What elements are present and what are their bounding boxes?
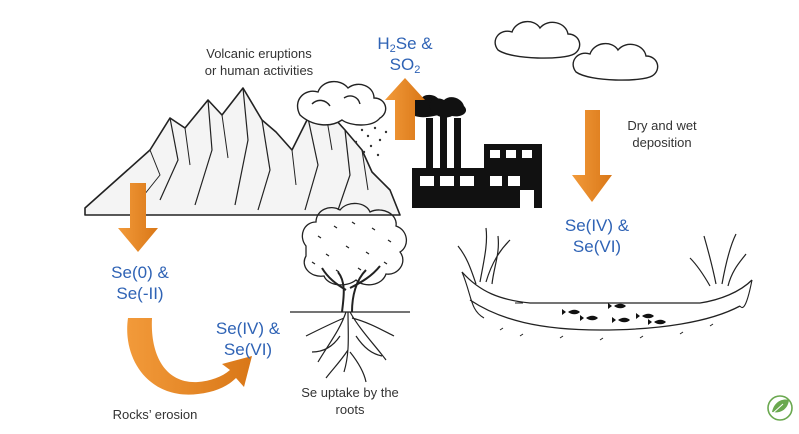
water-species-label: Se(IV) & Se(VI): [552, 215, 642, 257]
tree: [290, 202, 410, 383]
arrow-up-emission: [385, 78, 425, 140]
erosion-label-text: Rocks’ erosion: [112, 407, 198, 422]
volcanic-label-line2: or human activities: [204, 63, 314, 78]
erosion-label: Rocks’ erosion: [100, 406, 210, 423]
rock-species-label: Se(0) & Se(-II): [100, 262, 180, 304]
root-uptake-line2: roots: [335, 402, 365, 417]
root-uptake-label: Se uptake by the roots: [290, 384, 410, 418]
deposition-label: Dry and wet deposition: [612, 117, 712, 151]
rock-species-line2: Se(-II): [116, 284, 164, 303]
clouds: [494, 21, 659, 81]
arrow-curved-erosion: [127, 318, 252, 395]
volcano-ash: [354, 126, 388, 157]
rock-species-line1: Se(0) &: [111, 263, 169, 282]
soil-species-label: Se(IV) & Se(VI): [203, 318, 293, 360]
leaf-circle-icon: [767, 395, 793, 421]
h2se-subscript: 2: [389, 43, 396, 55]
soil-species-line2: Se(VI): [223, 340, 273, 359]
volcano-smoke: [296, 81, 387, 126]
arrow-down-deposition: [572, 110, 612, 202]
h2se-h: H: [377, 34, 390, 53]
water-species-line1: Se(IV) &: [564, 216, 630, 235]
pond: [457, 227, 753, 341]
root-uptake-line1: Se uptake by the: [301, 385, 399, 400]
h2se-rest: Se &: [395, 34, 433, 53]
deposition-label-line2: deposition: [632, 135, 692, 150]
water-species-line2: Se(VI): [572, 237, 622, 256]
volcanic-label-line1: Volcanic eruptions: [206, 46, 312, 61]
emission-gases-label: H2Se & SO2: [360, 33, 450, 76]
deposition-label-line1: Dry and wet: [627, 118, 697, 133]
soil-species-line1: Se(IV) &: [215, 319, 281, 338]
so2-subscript: 2: [414, 64, 421, 76]
factory: [405, 94, 542, 208]
volcanic-label: Volcanic eruptions or human activities: [183, 45, 335, 79]
fish: [562, 303, 666, 325]
so2-so: SO: [389, 55, 415, 74]
arrow-down-mountain: [118, 183, 158, 252]
